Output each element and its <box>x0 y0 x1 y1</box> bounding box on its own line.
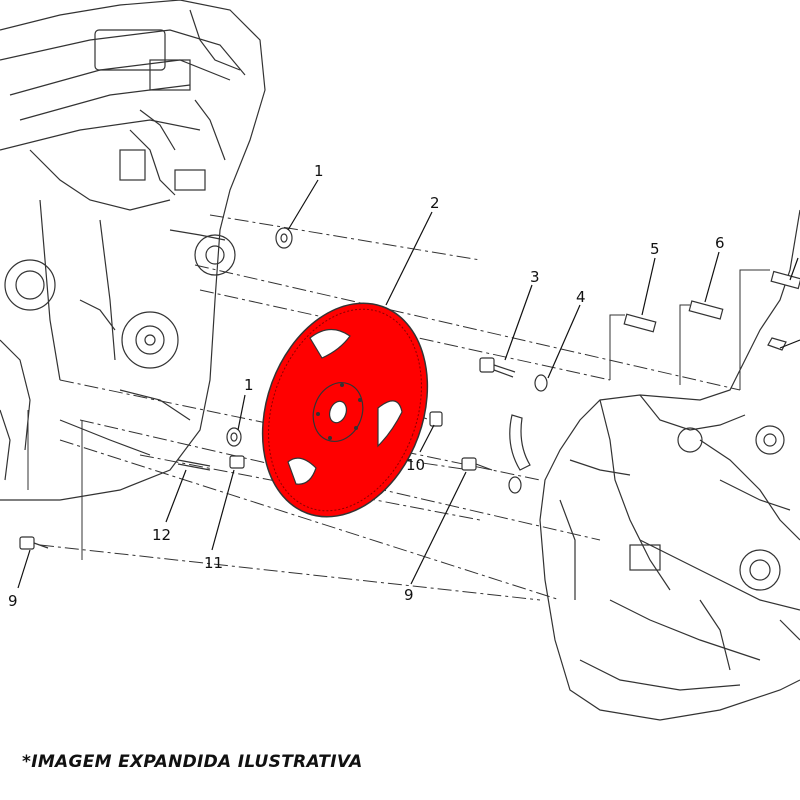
callout-6: 6 <box>715 234 725 252</box>
callout-2: 2 <box>430 194 440 212</box>
transmission-case <box>539 209 800 721</box>
callout-labels: 1 2 3 4 5 6 1 10 12 11 9 9 <box>8 162 725 610</box>
leader-lines <box>17 179 800 589</box>
callout-12: 12 <box>152 526 171 544</box>
callout-9-left: 9 <box>8 592 18 610</box>
illustrative-image-caption: *IMAGEM EXPANDIDA ILUSTRATIVA <box>22 752 363 772</box>
callout-5: 5 <box>650 240 660 258</box>
callout-3: 3 <box>530 268 540 286</box>
bracket-lines <box>27 269 770 560</box>
callout-4: 4 <box>576 288 586 306</box>
callout-11: 11 <box>204 554 223 572</box>
callout-9-right: 9 <box>404 586 414 604</box>
callout-1-lower: 1 <box>244 376 254 394</box>
callout-10: 10 <box>406 456 425 474</box>
fasteners <box>19 227 800 550</box>
callout-1-top: 1 <box>314 162 324 180</box>
engine-block <box>0 0 266 501</box>
flexplate-highlight <box>261 302 429 518</box>
